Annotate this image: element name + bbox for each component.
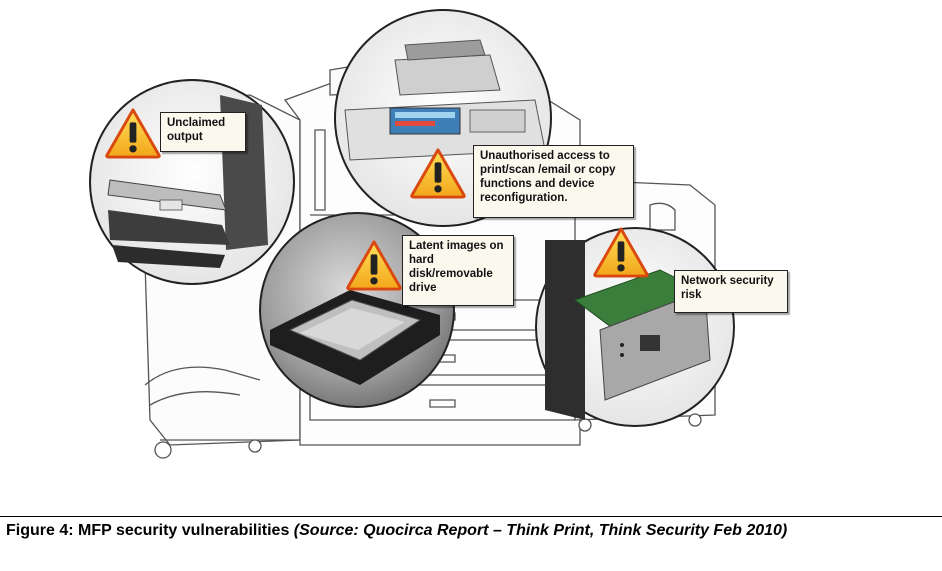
caption-rule: [0, 516, 942, 517]
callout-unauthorised-access: Unauthorised access to print/scan /email…: [473, 145, 634, 218]
network-card-illustration: [535, 227, 735, 427]
caption-label: Figure 4: MFP security vulnerabilities: [6, 522, 290, 539]
output-tray-illustration: [89, 79, 295, 285]
callout-latent-images: Latent images on hard disk/removable dri…: [402, 235, 514, 306]
caption-source: (Source: Quocirca Report – Think Print, …: [293, 522, 788, 539]
callout-unclaimed-output: Unclaimed output: [160, 112, 246, 152]
figure-caption: Figure 4: MFP security vulnerabilities (…: [6, 522, 936, 540]
callout-network-security: Network security risk: [674, 270, 788, 313]
